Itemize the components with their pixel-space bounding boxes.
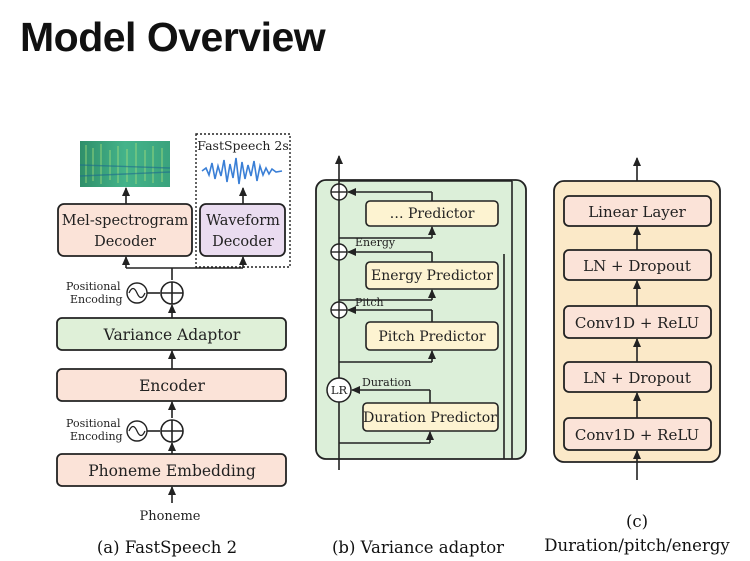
caption-c-line1: (c) — [626, 512, 648, 531]
layer-label-2: Conv1D + ReLU — [575, 314, 699, 332]
variance-adaptor-panel: … Predictor Energy Energy Predictor Pitc… — [315, 155, 527, 557]
layer-label-1: LN + Dropout — [583, 257, 691, 275]
predictor-panel: Linear Layer LN + Dropout Conv1D + ReLU … — [544, 157, 730, 555]
length-regulator-icon: LR — [326, 377, 352, 403]
add-icon — [330, 183, 348, 201]
add-icon — [330, 301, 348, 319]
positional-encoding-bottom-line2: Encoding — [70, 430, 123, 443]
energy-label: Energy — [355, 236, 396, 249]
caption-b: (b) Variance adaptor — [332, 538, 504, 557]
pitch-label: Pitch — [355, 296, 384, 309]
positional-encoding-top-line1: Positional — [66, 280, 121, 293]
waveform-decoder-line2: Decoder — [212, 234, 274, 250]
fastspeech2s-label: FastSpeech 2s — [197, 138, 288, 153]
waveform-image — [201, 157, 283, 185]
mel-decoder-line2: Decoder — [94, 234, 156, 250]
pitch-predictor-label: Pitch Predictor — [378, 329, 486, 345]
mel-decoder-line1: Mel-spectrogram — [62, 213, 189, 229]
add-icon — [330, 243, 348, 261]
mel-spectrogram-image — [79, 141, 171, 187]
fastspeech2-panel: FastSpeech 2s Mel-spectrogram Decoder Wa… — [56, 133, 291, 557]
layer-label-4: Conv1D + ReLU — [575, 426, 699, 444]
caption-a: (a) FastSpeech 2 — [97, 538, 237, 557]
encoder-label: Encoder — [139, 377, 205, 395]
lr-label: LR — [331, 383, 348, 397]
layer-label-0: Linear Layer — [588, 203, 686, 221]
caption-c-line2: Duration/pitch/energy — [544, 536, 730, 555]
waveform-decoder-line1: Waveform — [206, 213, 280, 229]
phoneme-embedding-label: Phoneme Embedding — [88, 462, 256, 480]
sine-wave-icon — [126, 282, 148, 304]
phoneme-input-label: Phoneme — [139, 509, 200, 524]
generic-predictor-label: … Predictor — [390, 206, 475, 222]
energy-predictor-label: Energy Predictor — [371, 268, 493, 284]
layer-label-3: LN + Dropout — [583, 369, 691, 387]
duration-predictor-label: Duration Predictor — [363, 410, 497, 426]
add-icon — [160, 419, 184, 443]
positional-encoding-top-line2: Encoding — [70, 293, 123, 306]
positional-encoding-bottom-line1: Positional — [66, 417, 121, 430]
duration-label: Duration — [362, 376, 411, 389]
sine-wave-icon — [126, 420, 148, 442]
add-icon — [160, 281, 184, 305]
variance-adaptor-label: Variance Adaptor — [103, 326, 241, 344]
page-title: Model Overview — [20, 14, 326, 60]
